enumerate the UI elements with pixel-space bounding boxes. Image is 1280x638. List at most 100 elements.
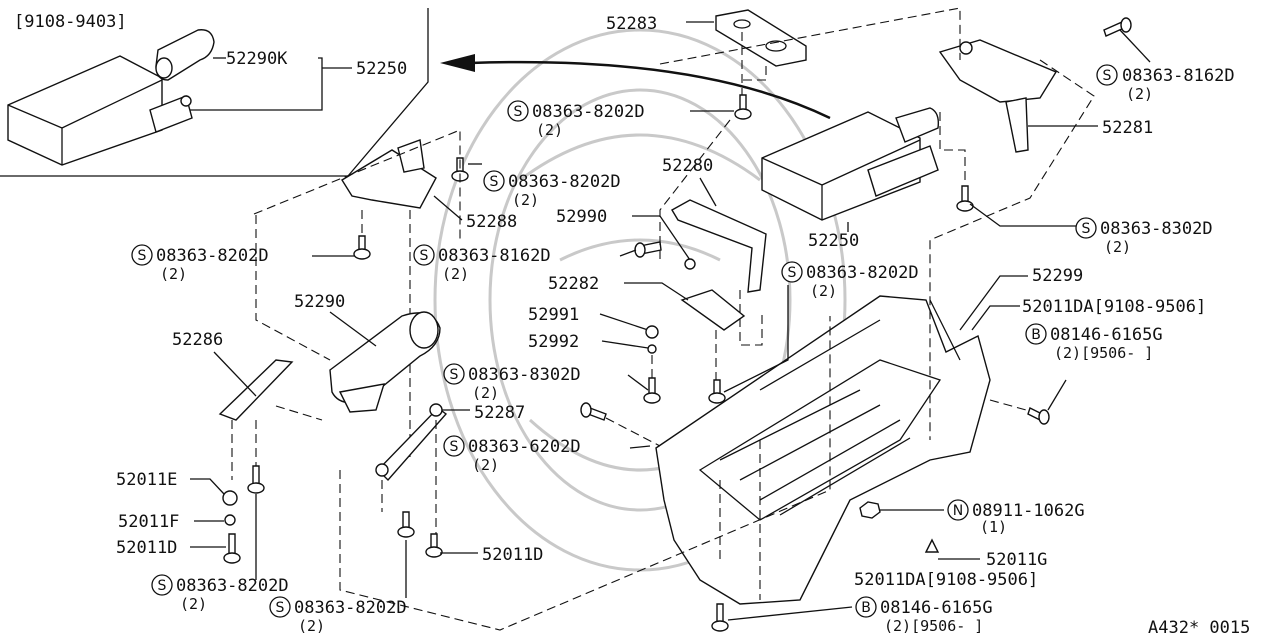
svg-text:08363-8302D: 08363-8302D (468, 365, 581, 385)
actuator-unit-52250 (761, 107, 940, 221)
bolt-icon (397, 511, 415, 538)
bracket-52281 (938, 39, 1058, 153)
svg-text:08911-1062G: 08911-1062G (972, 501, 1085, 521)
grommet-icon (222, 490, 238, 506)
svg-text:B: B (861, 600, 871, 616)
svg-text:08363-8202D: 08363-8202D (806, 263, 919, 283)
svg-text:(2): (2) (298, 617, 325, 635)
svg-text:(2)[9506- ]: (2)[9506- ] (1054, 344, 1153, 362)
fastener-callout: S 08363-8202D (2) (151, 574, 289, 613)
bracket-52280 (671, 199, 767, 293)
svg-text:(2): (2) (472, 456, 499, 474)
svg-text:S: S (1082, 221, 1091, 237)
grommet-icon (645, 325, 659, 339)
fastener-callout: S 08363-8202D (2) (781, 261, 919, 300)
label-52290: 52290 (294, 292, 345, 312)
svg-text:(1): (1) (980, 518, 1007, 536)
svg-text:(2): (2) (180, 595, 207, 613)
svg-text:S: S (788, 265, 797, 281)
bolt-icon (956, 185, 974, 212)
label-52991: 52991 (528, 305, 579, 325)
bracket-52282 (680, 289, 746, 331)
inset-date-range: [9108-9403] (14, 12, 127, 32)
svg-text:08363-6202D: 08363-6202D (468, 437, 581, 457)
svg-text:08363-8302D: 08363-8302D (1100, 219, 1213, 239)
bolt-icon (223, 533, 241, 564)
label-52011E: 52011E (116, 470, 177, 490)
svg-text:(2): (2) (1126, 85, 1153, 103)
svg-text:(2): (2) (810, 282, 837, 300)
label-52280: 52280 (662, 156, 713, 176)
label-52299: 52299 (1032, 266, 1083, 286)
bolt-icon (247, 465, 265, 494)
svg-text:08363-8202D: 08363-8202D (508, 172, 621, 192)
label-52011D-left: 52011D (116, 538, 177, 558)
svg-text:S: S (276, 600, 285, 616)
inset-solenoid-valve (155, 29, 215, 81)
svg-text:S: S (420, 248, 429, 264)
bolt-icon (353, 235, 371, 260)
fastener-callout: S 08363-8202D (2) (269, 596, 407, 635)
svg-text:08363-8202D: 08363-8202D (156, 246, 269, 266)
grommet-icon (684, 258, 696, 270)
canister-52290 (329, 311, 441, 413)
svg-text:S: S (514, 104, 523, 120)
svg-text:08146-6165G: 08146-6165G (880, 598, 993, 618)
svg-text:(2): (2) (442, 265, 469, 283)
svg-text:08146-6165G: 08146-6165G (1050, 325, 1163, 345)
label-52286: 52286 (172, 330, 223, 350)
svg-text:08363-8162D: 08363-8162D (1122, 66, 1235, 86)
svg-text:(2): (2) (536, 121, 563, 139)
bracket-52287 (375, 403, 448, 482)
fastener-callout: S 08363-8162D (2) (413, 244, 551, 283)
svg-text:S: S (490, 174, 499, 190)
collar-icon (224, 514, 236, 526)
bracket-52286 (218, 359, 294, 421)
label-52288: 52288 (466, 212, 517, 232)
bolt-icon (643, 377, 661, 404)
svg-text:S: S (1103, 68, 1112, 84)
bolt-icon (1103, 17, 1132, 37)
svg-text:08363-8202D: 08363-8202D (532, 102, 645, 122)
svg-text:S: S (158, 578, 167, 594)
svg-text:08363-8202D: 08363-8202D (176, 576, 289, 596)
fastener-callout: B 08146-6165G (2)[9506- ] (855, 596, 993, 635)
svg-text:(2): (2) (1104, 238, 1131, 256)
svg-text:(2): (2) (472, 384, 499, 402)
fastener-callout: B 08146-6165G (2)[9506- ] (1025, 323, 1163, 362)
fastener-callout: S 08363-8202D (2) (131, 244, 269, 283)
svg-text:08363-8202D: 08363-8202D (294, 598, 407, 618)
svg-text:N: N (953, 503, 963, 519)
label-52283: 52283 (606, 14, 657, 34)
bracket-52283 (715, 9, 807, 67)
fastener-callout: S 08363-8162D (2) (1096, 64, 1235, 103)
inset-part-b-label: 52250 (356, 59, 407, 79)
clip-52011G (924, 538, 940, 553)
reference-arrow (469, 60, 831, 120)
nut-icon (859, 501, 881, 519)
bolt-icon (634, 241, 662, 258)
arrow-head-icon (440, 54, 475, 72)
svg-text:(2): (2) (160, 265, 187, 283)
inset-panel: [9108-9403] 52290K 52250 (0, 8, 429, 177)
svg-text:S: S (450, 439, 459, 455)
diagram-reference-code: A432* 0015 (1148, 618, 1250, 638)
svg-text:(2)[9506- ]: (2)[9506- ] (884, 617, 983, 635)
bolt-icon (580, 402, 607, 421)
svg-text:S: S (450, 367, 459, 383)
label-52990: 52990 (556, 207, 607, 227)
svg-text:S: S (138, 248, 147, 264)
bolt-icon (711, 603, 729, 632)
label-52011DA-upper: 52011DA[9108-9506] (1022, 297, 1206, 317)
fastener-callout: N 08911-1062G (1) (947, 499, 1085, 536)
bolt-icon (425, 533, 443, 558)
svg-text:(2): (2) (512, 191, 539, 209)
fastener-callout: S 08363-8302D (2) (1075, 217, 1213, 256)
inset-actuator-unit (7, 55, 193, 166)
label-52992: 52992 (528, 332, 579, 352)
fastener-callout: S 08363-8202D (2) (483, 170, 621, 209)
collar-icon (647, 344, 657, 354)
label-52011G: 52011G (986, 550, 1047, 570)
